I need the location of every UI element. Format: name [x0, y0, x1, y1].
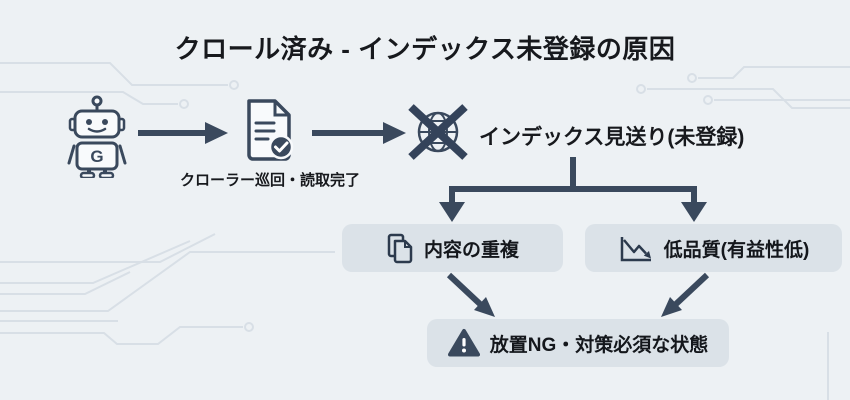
outcome-label: 放置NG・対策必須な状態	[489, 334, 709, 356]
arrow-lowq-to-outcome	[673, 272, 710, 307]
warning-triangle-icon	[447, 328, 480, 358]
page-title: クロール済み - インデックス未登録の原因	[174, 34, 676, 64]
robot-body-letter: G	[90, 147, 103, 166]
globe-crossed-out-icon	[408, 104, 468, 160]
cause-label-lowquality: 低品質(有益性低)	[663, 239, 810, 261]
result-label: インデックス見送り(未登録)	[479, 126, 745, 149]
cause-box-lowquality: 低品質(有益性低)	[585, 224, 842, 272]
declining-chart-icon	[618, 232, 654, 264]
cause-box-duplicate: 内容の重複	[342, 224, 563, 272]
duplicate-pages-icon	[386, 233, 414, 264]
arrowhead-to-duplicate	[439, 202, 465, 222]
arrowhead-to-lowquality	[681, 202, 707, 222]
crawler-caption: クローラー巡回・読取完了	[179, 172, 360, 189]
outcome-box: 放置NG・対策必須な状態	[427, 319, 729, 367]
google-crawler-robot-icon: G	[67, 95, 127, 178]
cause-label-duplicate: 内容の重複	[423, 239, 519, 261]
arrow-dup-to-outcome	[446, 272, 483, 307]
document-check-icon	[247, 99, 294, 161]
